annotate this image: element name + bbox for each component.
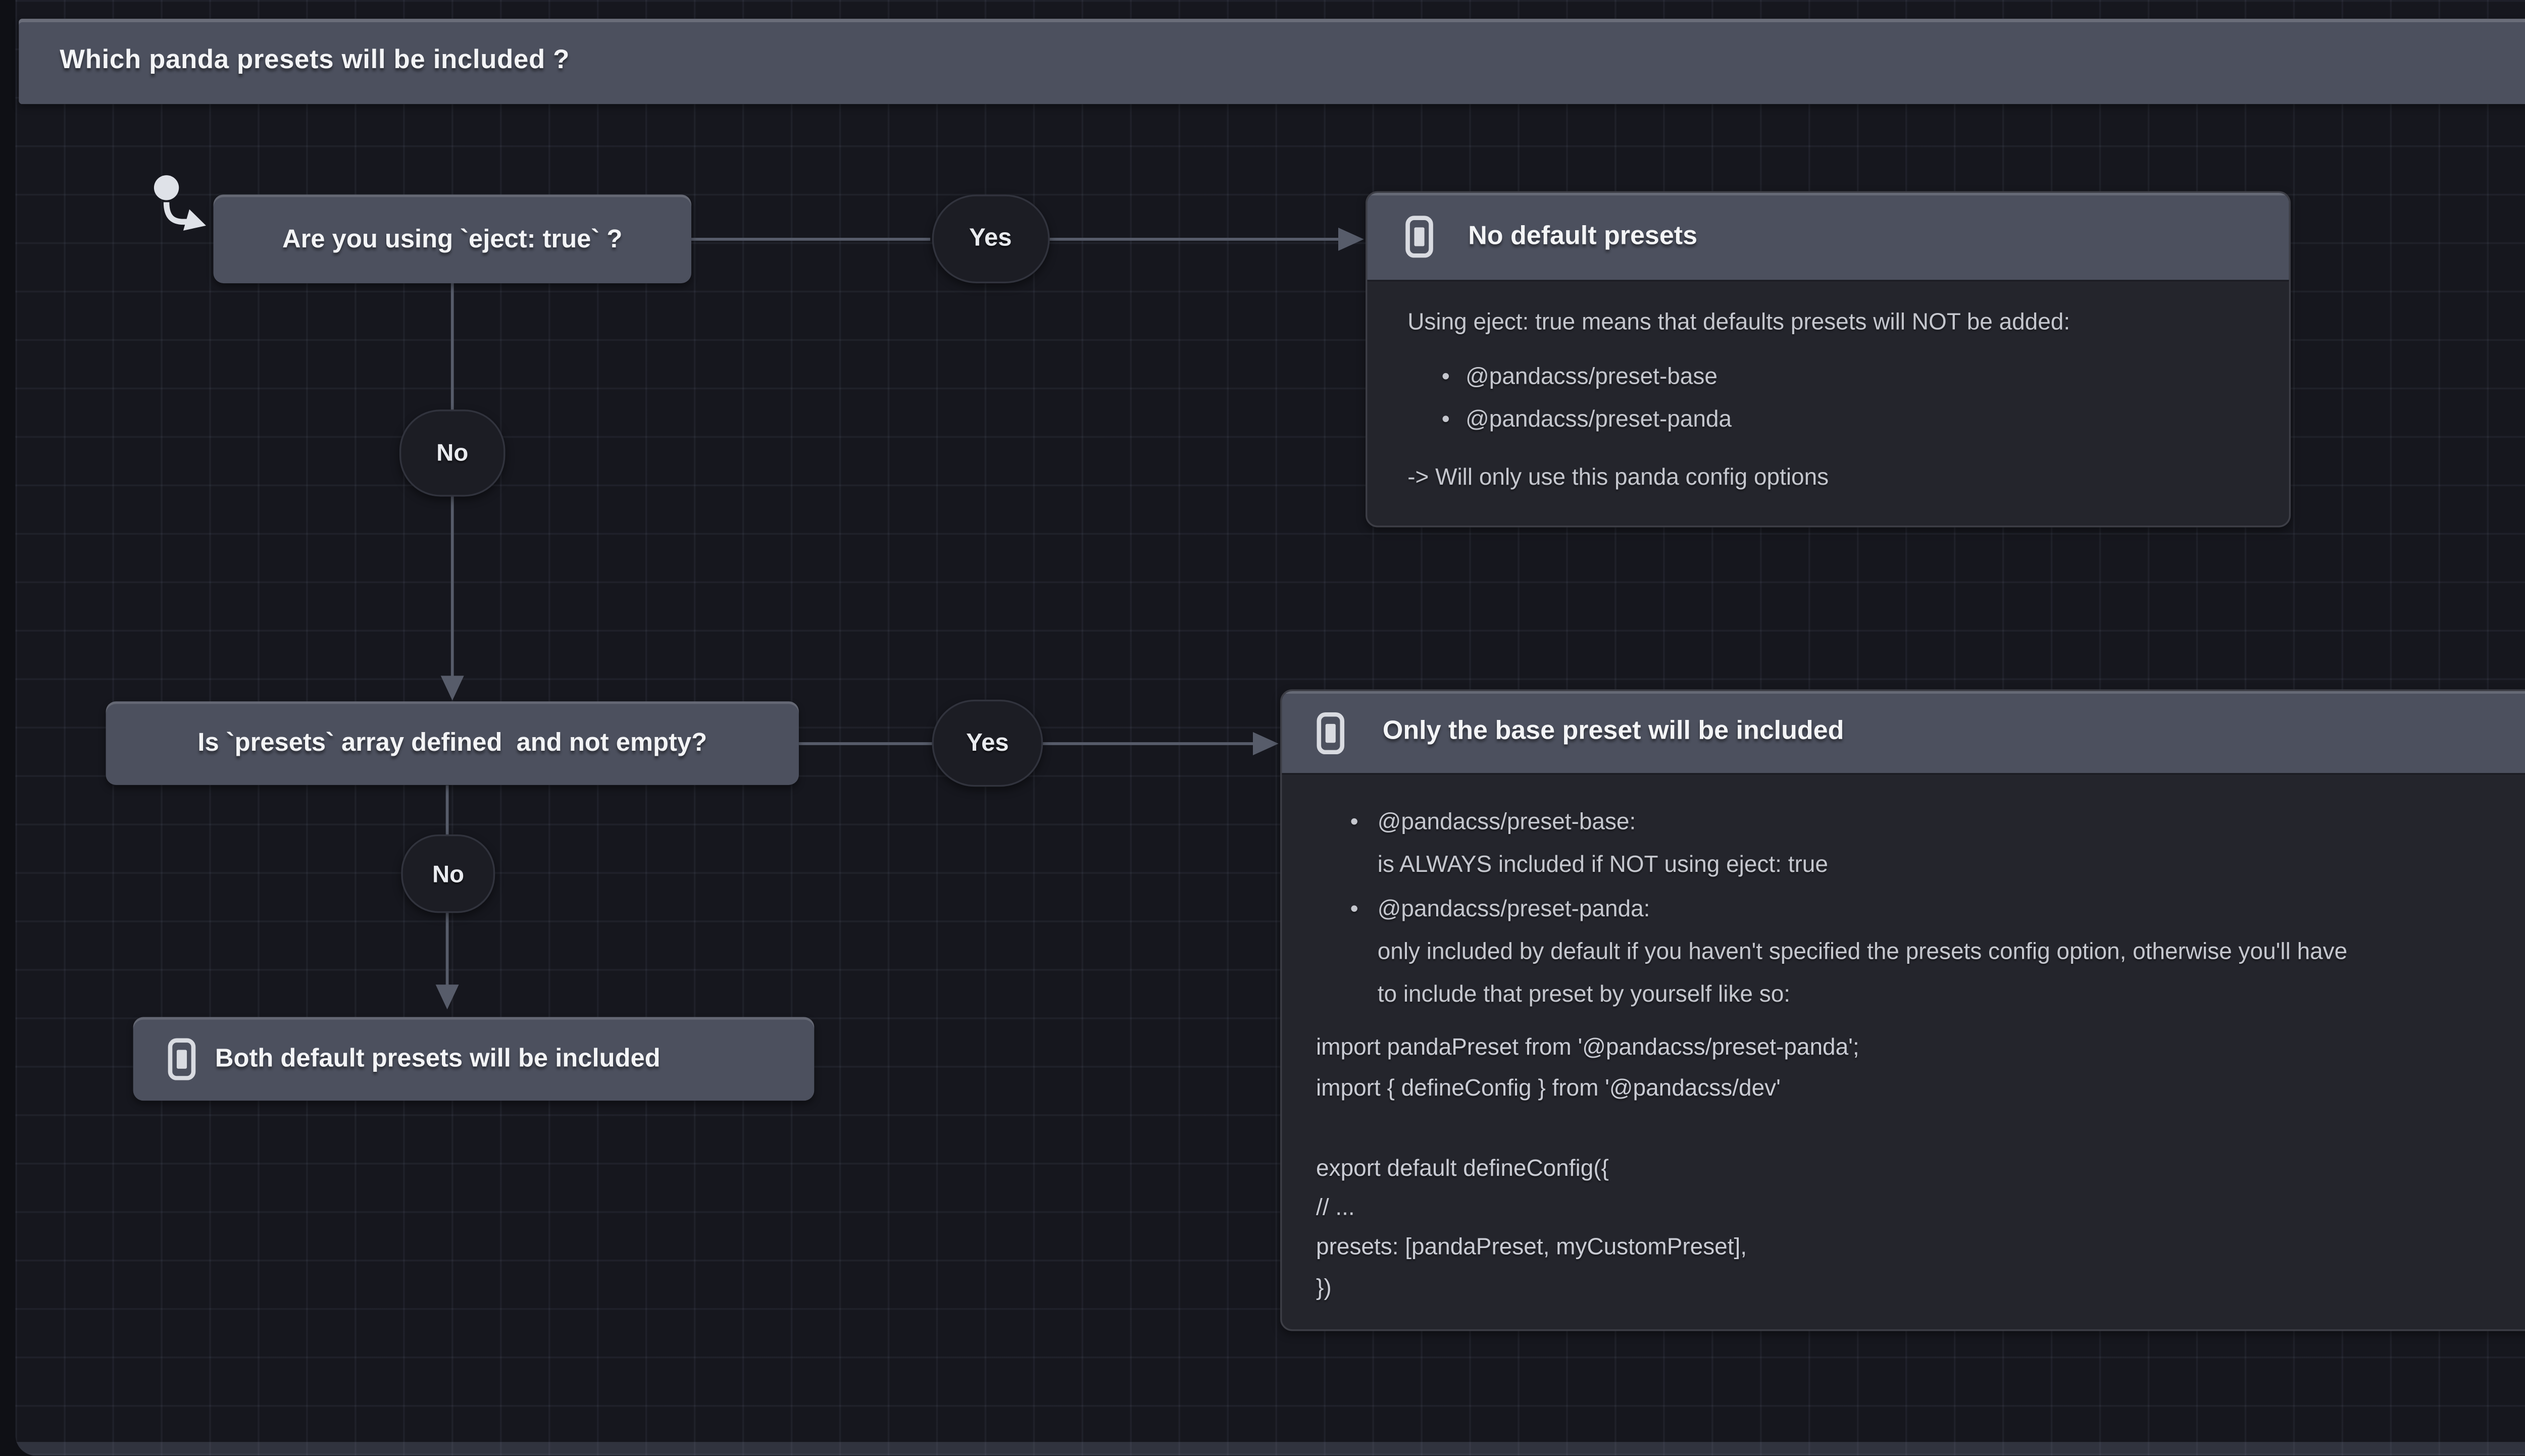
node-label: Are you using `eject: true` ? — [282, 224, 623, 254]
pill-label: No — [436, 439, 469, 467]
code-line: import { defineConfig } from '@pandacss/… — [1316, 1074, 1781, 1101]
code-line: // ... — [1316, 1194, 1355, 1220]
frame-icon — [1317, 711, 1345, 754]
question-node-eject[interactable]: Are you using `eject: true` ? — [213, 195, 691, 283]
pill-label: No — [432, 860, 465, 888]
list-item-line: is ALWAYS included if NOT using eject: t… — [1377, 852, 1828, 878]
info-box-header[interactable]: Only the base preset will be included — [1282, 692, 2525, 775]
list-item-line: to include that preset by yourself like … — [1377, 981, 1791, 1007]
yes-badge-2[interactable]: Yes — [932, 699, 1043, 787]
info-box-title: Only the base preset will be included — [1382, 717, 1844, 747]
frame-icon — [1405, 215, 1434, 258]
list-item: @pandacss/preset-panda: — [1316, 887, 2525, 930]
code-line — [1316, 1108, 2525, 1148]
code-block: import pandaPreset from '@pandacss/prese… — [1282, 1016, 2525, 1307]
arrow-lines[interactable] — [445, 238, 1340, 986]
result-node-both-presets[interactable]: Both default presets will be included — [133, 1017, 815, 1101]
cursor-arrow-icon[interactable] — [154, 175, 209, 236]
list-item: @pandacss/preset-base — [1367, 355, 2289, 399]
outro-text: -> Will only use this panda config optio… — [1407, 463, 1829, 489]
pill-label: Yes — [966, 729, 1009, 757]
intro-text: Using eject: true means that defaults pr… — [1407, 309, 2070, 335]
node-label: Both default presets will be included — [215, 1044, 661, 1074]
node-label: Is `presets` array defined and not empty… — [197, 729, 708, 758]
info-box-header[interactable]: No default presets — [1367, 192, 2290, 282]
no-badge-1[interactable]: No — [399, 410, 506, 496]
no-badge-2[interactable]: No — [400, 834, 496, 914]
code-line: presets: [pandaPreset, myCustomPreset], — [1316, 1234, 1747, 1260]
code-line: }) — [1316, 1274, 1332, 1300]
page-title-bar[interactable]: Which panda presets will be included ? — [18, 18, 2525, 105]
code-line: import pandaPreset from '@pandacss/prese… — [1316, 1034, 1859, 1061]
info-box-body: @pandacss/preset-base: is ALWAYS include… — [1282, 775, 2525, 1308]
bullet-list: @pandacss/preset-base @pandacss/preset-p… — [1367, 355, 2289, 442]
info-box-title: No default presets — [1468, 221, 1698, 250]
list-item: @pandacss/preset-panda — [1367, 398, 2289, 442]
footer-bar — [15, 1441, 2525, 1456]
info-box-no-default-presets[interactable]: No default presets Using eject: true mea… — [1365, 191, 2291, 527]
frame-icon — [168, 1037, 196, 1080]
info-box-body: Using eject: true means that defaults pr… — [1367, 282, 2289, 498]
list-item: @pandacss/preset-base: — [1316, 801, 2525, 844]
list-item-line: only included by default if you haven't … — [1377, 938, 2348, 964]
pill-label: Yes — [969, 225, 1012, 253]
page-title: Which panda presets will be included ? — [60, 46, 570, 75]
info-box-base-preset[interactable]: Only the base preset will be included @p… — [1280, 690, 2525, 1331]
bullet-list: @pandacss/preset-base: is ALWAYS include… — [1282, 775, 2525, 1016]
arrow-heads — [435, 227, 1364, 1010]
yes-badge-1[interactable]: Yes — [931, 194, 1050, 284]
question-node-presets[interactable]: Is `presets` array defined and not empty… — [106, 702, 799, 786]
code-line: export default defineConfig({ — [1316, 1154, 1609, 1180]
